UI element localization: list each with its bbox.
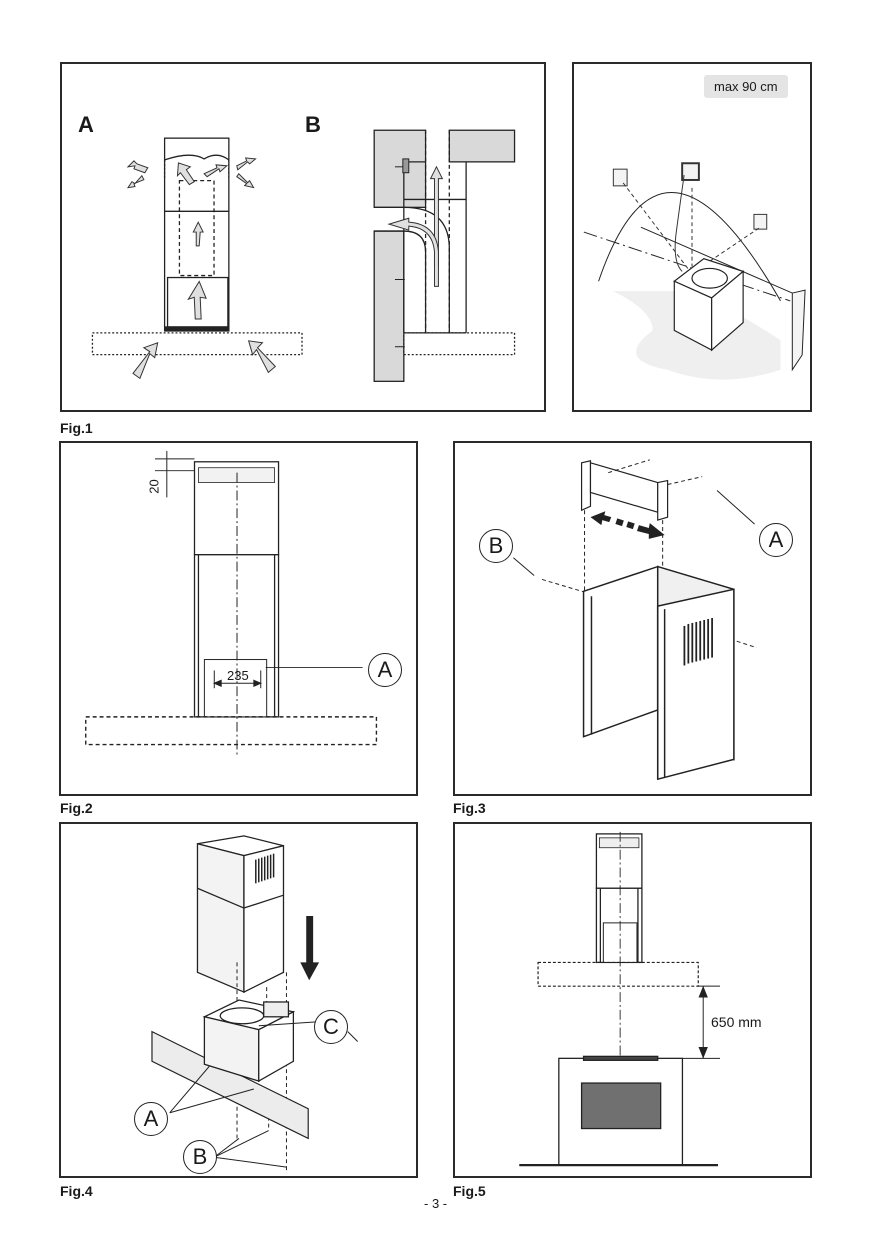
motor-box <box>673 257 745 352</box>
hood-outline <box>85 716 378 746</box>
hood-body <box>151 1030 309 1140</box>
fig4-label: Fig.4 <box>60 1183 93 1199</box>
fig2-label: Fig.2 <box>60 800 93 816</box>
down-arrow <box>300 915 320 981</box>
page-number: - 3 - <box>424 1196 448 1211</box>
dimension-235 <box>213 666 363 689</box>
motor-box <box>202 999 296 1083</box>
fig2-panel: 20 235 A <box>59 441 418 796</box>
fig5-label: Fig.5 <box>453 1183 486 1199</box>
fig4-callout-c: C <box>314 1010 348 1044</box>
oven <box>519 1055 719 1167</box>
vent-slots <box>255 853 275 884</box>
fig1b-screws <box>394 158 410 348</box>
fig5-panel: 650 mm <box>453 822 812 1178</box>
fig3-panel: A B <box>453 441 812 796</box>
fig2-callout-a: A <box>368 653 402 687</box>
fig1-sublabel-b: B <box>305 112 321 137</box>
vent-slots <box>683 618 713 666</box>
fig3-callout-a: A <box>759 523 793 557</box>
fig3-diagram <box>513 459 757 781</box>
chimney <box>196 835 285 994</box>
fig3-label: Fig.3 <box>453 800 486 816</box>
max-distance-tag: max 90 cm <box>704 75 788 98</box>
fig1-socket-diagram <box>583 162 806 380</box>
fig2-dimension-235: 235 <box>227 668 249 683</box>
reach-arc <box>598 192 781 302</box>
fig2-diagram <box>85 450 378 755</box>
dimension-20 <box>154 450 195 498</box>
fig1b-wall-section <box>373 129 516 382</box>
fig1a-airflow-arrows <box>126 157 277 380</box>
fig4-panel: C A B <box>59 822 418 1178</box>
fig4-callout-a: A <box>134 1102 168 1136</box>
fig1-sublabel-a: A <box>78 112 94 137</box>
fig1-panel-socket-position: max 90 cm <box>572 62 812 412</box>
hood-outline <box>537 961 699 987</box>
fig2-dimension-20: 20 <box>146 479 162 494</box>
fig5-diagram <box>519 831 721 1167</box>
fig3-callout-b: B <box>479 529 513 563</box>
fig4-diagram <box>151 835 358 1171</box>
adjust-arrow <box>590 511 665 539</box>
chimney <box>595 833 643 964</box>
bracket <box>580 460 669 521</box>
fig1-airflow-diagram <box>91 129 516 382</box>
chimney-panel <box>582 565 735 781</box>
dimension-650 <box>682 985 721 1059</box>
fig4-callout-b: B <box>183 1140 217 1174</box>
fig1b-airflow-arrows <box>387 165 444 287</box>
sockets <box>612 162 768 230</box>
fig1-panel-airflow: A B <box>60 62 546 412</box>
fig1-label: Fig.1 <box>60 420 93 436</box>
ceiling-line <box>583 231 791 302</box>
fig5-dimension-650: 650 mm <box>711 1014 762 1030</box>
